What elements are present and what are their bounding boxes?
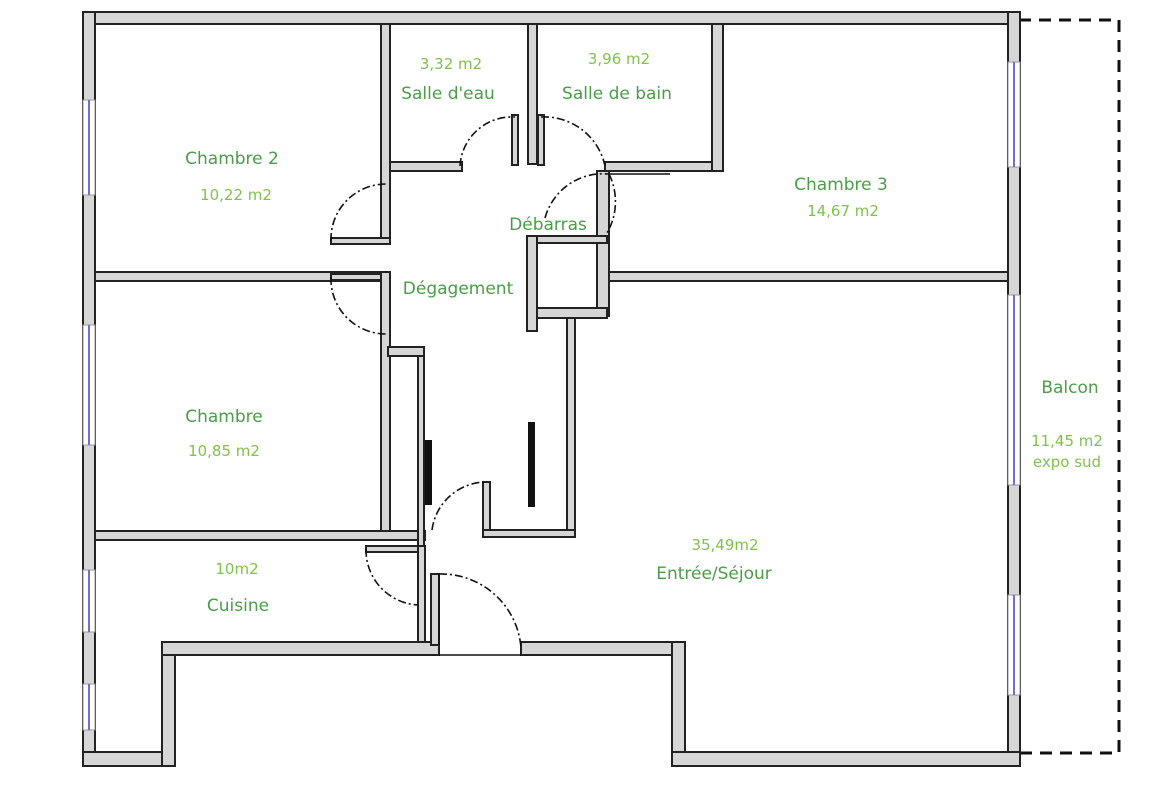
wall-salle-bain-right xyxy=(711,23,724,172)
wall-entry-left xyxy=(430,573,440,646)
wall-corridor-right xyxy=(566,317,576,538)
windows xyxy=(82,61,1021,731)
wall-bottom-right xyxy=(671,751,1021,767)
room-name-balcon: Balcon xyxy=(1041,378,1099,398)
door-arc-chambre xyxy=(330,276,387,335)
wall-corridor-bottom xyxy=(482,529,576,538)
door-arc-salle-bain xyxy=(540,116,606,167)
wall-chambre3-sejour xyxy=(608,271,1009,282)
door-arc-cuisine xyxy=(365,548,419,606)
room-area-salle-bain: 3,96 m2 xyxy=(587,50,651,68)
room-name-debarras: Débarras xyxy=(509,215,587,235)
wall-salle-eau-bottom xyxy=(389,161,463,172)
wall-notch-top-left xyxy=(161,641,440,656)
wall-salle-eau-salle-bain xyxy=(527,23,538,165)
door-arc-chambre2 xyxy=(330,183,387,242)
door-arc-entree xyxy=(438,573,522,649)
wall-notch-top-right xyxy=(520,641,686,656)
door-jamb-salle-eau xyxy=(511,114,519,166)
exterior-walls xyxy=(82,11,1021,767)
room-name-salle-eau: Salle d'eau xyxy=(401,84,495,104)
wall-corridor-left-top xyxy=(387,346,425,357)
room-name-chambre2: Chambre 2 xyxy=(185,149,279,169)
door-jamb-chambre2 xyxy=(330,237,391,245)
wall-chambre2-degagement xyxy=(380,23,391,241)
interior-walls xyxy=(94,23,1009,646)
room-area-salle-eau: 3,32 m2 xyxy=(419,55,483,73)
closet-right xyxy=(528,422,535,507)
room-area-sejour: 35,49m2 xyxy=(691,536,759,554)
wall-chambre-degagement xyxy=(380,271,391,532)
doors xyxy=(330,116,670,656)
room-area-chambre3: 14,67 m2 xyxy=(807,202,879,220)
room-area-balcon: 11,45 m2 xyxy=(1031,432,1103,450)
closet-left xyxy=(425,440,432,505)
wall-corridor-left xyxy=(417,355,425,547)
wall-bottom-left xyxy=(82,751,171,767)
room-name-chambre3: Chambre 3 xyxy=(794,175,888,195)
room-area-chambre2: 10,22 m2 xyxy=(200,186,272,204)
room-name-sejour: Entrée/Séjour xyxy=(656,564,772,584)
wall-notch-left-vertical xyxy=(161,641,176,767)
door-arc-corridor xyxy=(431,481,488,531)
door-arc-chambre3 xyxy=(604,173,617,237)
room-name-chambre: Chambre xyxy=(185,407,263,427)
room-area-chambre: 10,85 m2 xyxy=(188,442,260,460)
wall-notch-right-vertical xyxy=(671,641,686,767)
door-arc-salle-eau xyxy=(459,116,516,167)
wall-chambre-cuisine xyxy=(94,530,426,541)
wall-debarras-left xyxy=(526,235,538,332)
door-jamb-corridor xyxy=(482,481,491,538)
wall-top xyxy=(82,11,1021,25)
room-name-cuisine: Cuisine xyxy=(206,596,270,616)
wall-debarras-top xyxy=(526,235,608,244)
wall-cuisine-right xyxy=(417,545,426,643)
room-name-degagement: Dégagement xyxy=(402,279,514,299)
wall-debarras-bottom xyxy=(536,307,608,319)
door-jamb-cuisine xyxy=(365,545,419,553)
balcony-outline xyxy=(1017,18,1121,755)
balcon-orientation: expo sud xyxy=(1032,453,1102,471)
wall-salle-bain-bottom xyxy=(604,161,724,172)
room-area-cuisine: 10m2 xyxy=(215,560,259,578)
door-jamb-salle-bain xyxy=(537,114,545,166)
room-name-salle-bain: Salle de bain xyxy=(562,84,672,104)
